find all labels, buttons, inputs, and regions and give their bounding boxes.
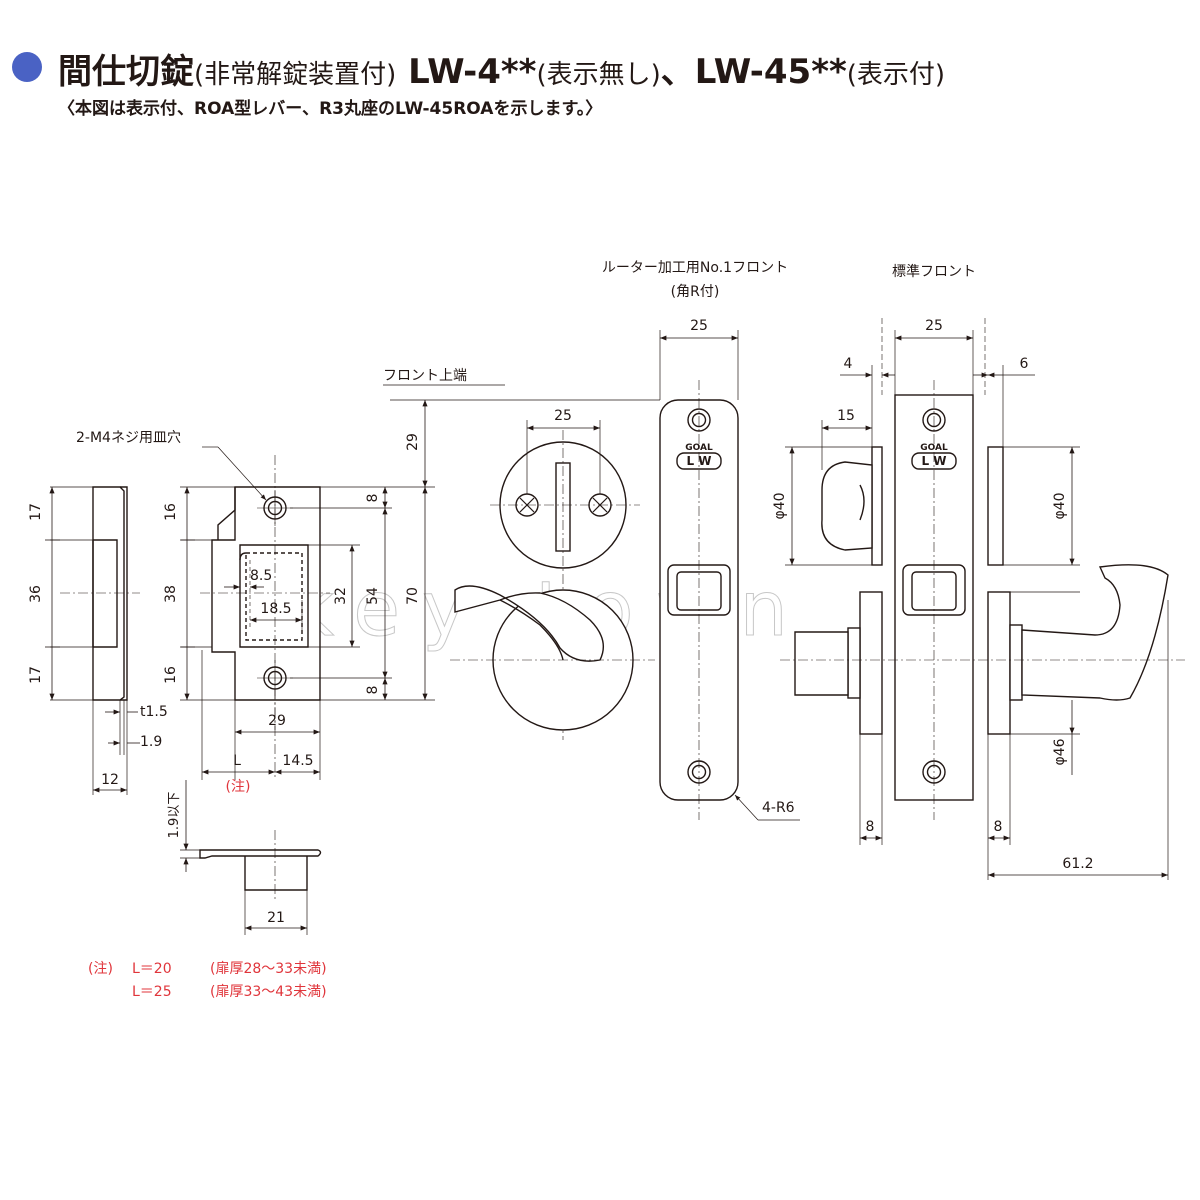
dim-25-router: 25: [690, 318, 708, 334]
dim-61-2: 61.2: [1062, 856, 1093, 872]
page-title: 間仕切錠(非常解錠装置付) LW-4**(表示無し)、LW-45**(表示付): [58, 44, 945, 93]
dim-L: L: [233, 753, 241, 769]
screw-holes-label: 2-M4ネジ用皿穴: [76, 430, 181, 446]
dim-25-standard: 25: [925, 318, 943, 334]
standard-front-view: [780, 318, 1185, 880]
dim-16-bottom: 16: [163, 666, 179, 684]
dim-29: 29: [268, 713, 286, 729]
dim-17-bottom: 17: [28, 666, 44, 684]
router-front-label: ルーター加工用No.1フロント: [602, 260, 788, 276]
logo-box-standard: L W: [921, 454, 946, 468]
title-model-2: LW-45**: [694, 52, 847, 92]
dim-8-left: 8: [866, 819, 875, 835]
dim-36: 36: [28, 585, 44, 603]
title-paren-2: (表示無し): [536, 60, 661, 90]
dim-4: 4: [844, 356, 853, 372]
dim-phi46: φ46: [1052, 738, 1068, 765]
title-bullet-icon: [12, 52, 42, 82]
strike-front-view: [180, 384, 660, 780]
dim-phi40-right: φ40: [1052, 492, 1068, 519]
dim-29-top: 29: [405, 433, 421, 451]
dim-70: 70: [405, 587, 421, 605]
rosette-lever-view: [450, 420, 655, 740]
title-paren-3: (表示付): [846, 60, 946, 90]
subtitle: 〈本図は表示付、ROA型レバー、R3丸座のLW-45ROAを示します。〉: [58, 99, 603, 119]
dim-15: 15: [837, 408, 855, 424]
router-front-sub-label: (角R付): [671, 284, 720, 300]
dim-12: 12: [101, 772, 119, 788]
dim-32: 32: [333, 587, 349, 605]
router-front-plate: [659, 330, 800, 821]
notes: (注) L＝20 (扉厚28～33未満) L＝25 (扉厚33～43未満): [88, 961, 327, 1000]
dim-1-9: 1.9: [140, 734, 162, 750]
dim-18-5: 18.5: [260, 601, 291, 617]
dim-phi40-left: φ40: [772, 492, 788, 519]
title-separator: 、: [660, 52, 695, 92]
title-paren-1: (非常解錠装置付): [194, 60, 397, 90]
note-1-mark: (注): [88, 961, 113, 977]
dim-8-top: 8: [365, 494, 381, 503]
dim-16-top: 16: [163, 503, 179, 521]
note-2-formula: L＝25: [132, 984, 172, 1000]
dim-8-5: 8.5: [250, 568, 272, 584]
strike-bottom-view: [180, 780, 322, 935]
dim-54: 54: [365, 587, 381, 605]
dim-1-9-below: 1.9以下: [167, 792, 182, 839]
corner-radius-label: 4-R6: [762, 800, 795, 816]
note-1-condition: (扉厚28～33未満): [210, 961, 327, 977]
dim-14-5: 14.5: [282, 753, 313, 769]
note-1-formula: L＝20: [132, 961, 172, 977]
logo-text-standard: GOAL: [920, 443, 948, 453]
title-model-1: LW-4**: [396, 52, 537, 92]
title-main: 間仕切錠: [58, 52, 194, 92]
dim-t1-5: t1.5: [140, 704, 168, 720]
note-2-condition: (扉厚33～43未満): [210, 984, 327, 1000]
strike-side-view: [45, 486, 140, 795]
logo-box-router: L W: [686, 454, 711, 468]
dim-21: 21: [267, 910, 285, 926]
front-top-end-label: フロント上端: [383, 368, 467, 384]
standard-front-label: 標準フロント: [892, 264, 976, 280]
dim-8-right: 8: [994, 819, 1003, 835]
note-mark: (注): [226, 779, 251, 795]
dimension-labels: 17 36 17 16 38 16 8.5 18.5 32 54 8 8 70 …: [28, 260, 1094, 926]
dim-25-rosette: 25: [554, 408, 572, 424]
dim-8-bottom: 8: [365, 686, 381, 695]
dim-6: 6: [1020, 356, 1029, 372]
dim-17-top: 17: [28, 503, 44, 521]
dim-38: 38: [163, 585, 179, 603]
logo-text-router: GOAL: [685, 443, 713, 453]
